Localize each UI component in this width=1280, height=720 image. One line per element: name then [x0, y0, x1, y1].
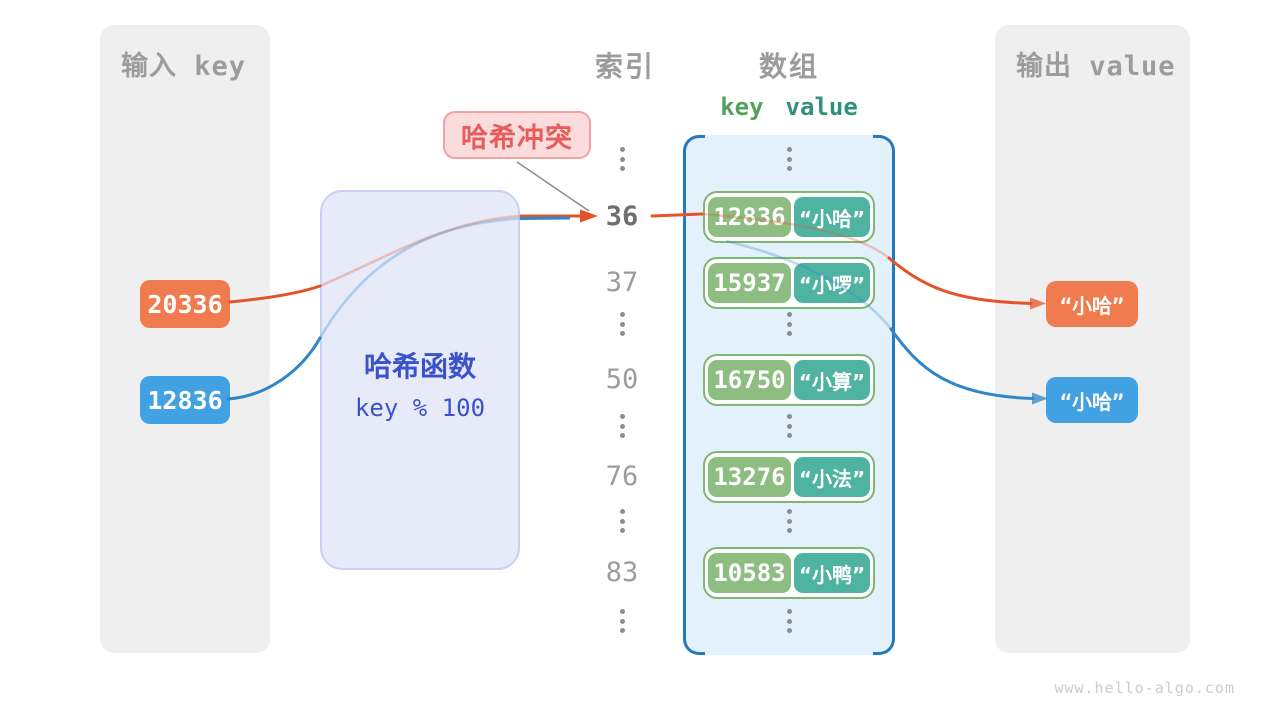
ellipsis-icon — [786, 414, 792, 438]
ellipsis-icon — [619, 609, 625, 633]
ellipsis-icon — [619, 312, 625, 336]
index-37: 37 — [605, 267, 639, 298]
index-83: 83 — [605, 557, 639, 588]
ellipsis-icon — [786, 312, 792, 336]
row-value: “小哈” — [793, 197, 870, 237]
row-value: “小啰” — [793, 263, 870, 303]
row-key: 15937 — [708, 263, 791, 303]
output-value-blue: “小哈” — [1046, 377, 1138, 423]
row-value: “小鸭” — [793, 553, 870, 593]
collision-pointer-line — [516, 161, 590, 212]
key-value-header: key value — [683, 93, 895, 121]
array-row: 13276 “小法” — [703, 451, 875, 503]
ellipsis-icon — [786, 147, 792, 171]
output-panel-title: 输出 value — [1016, 51, 1176, 82]
ellipsis-icon — [619, 414, 625, 438]
hash-function-box — [320, 190, 520, 570]
input-key-20336: 20336 — [140, 280, 230, 328]
ellipsis-icon — [786, 609, 792, 633]
input-panel-title: 输入 key — [121, 51, 247, 82]
input-panel — [100, 25, 270, 653]
index-50: 50 — [605, 364, 639, 395]
array-row: 16750 “小算” — [703, 354, 875, 406]
row-key: 16750 — [708, 360, 791, 400]
watermark: www.hello-algo.com — [1054, 679, 1235, 697]
value-header-label: value — [785, 93, 858, 121]
array-row: 12836 “小哈” — [703, 191, 875, 243]
index-36: 36 — [605, 201, 639, 232]
row-key: 10583 — [708, 553, 791, 593]
key-header-label: key — [720, 93, 764, 121]
ellipsis-icon — [786, 509, 792, 533]
output-value-orange: “小哈” — [1046, 281, 1138, 327]
index-76: 76 — [605, 461, 639, 492]
array-column-title: 数组 — [758, 50, 819, 83]
index-column-title: 索引 — [594, 50, 655, 83]
row-key: 13276 — [708, 457, 791, 497]
hash-collision-label: 哈希冲突 — [443, 111, 591, 159]
ellipsis-icon — [619, 147, 625, 171]
ellipsis-icon — [619, 509, 625, 533]
array-row: 15937 “小啰” — [703, 257, 875, 309]
row-key: 12836 — [708, 197, 791, 237]
input-key-12836: 12836 — [140, 376, 230, 424]
output-panel — [995, 25, 1190, 653]
row-value: “小法” — [793, 457, 870, 497]
row-value: “小算” — [793, 360, 870, 400]
blue-input-curve-end — [519, 216, 571, 220]
array-row: 10583 “小鸭” — [703, 547, 875, 599]
hash-function-title: 哈希函数 — [363, 350, 476, 383]
hash-function-formula: key % 100 — [354, 394, 486, 422]
